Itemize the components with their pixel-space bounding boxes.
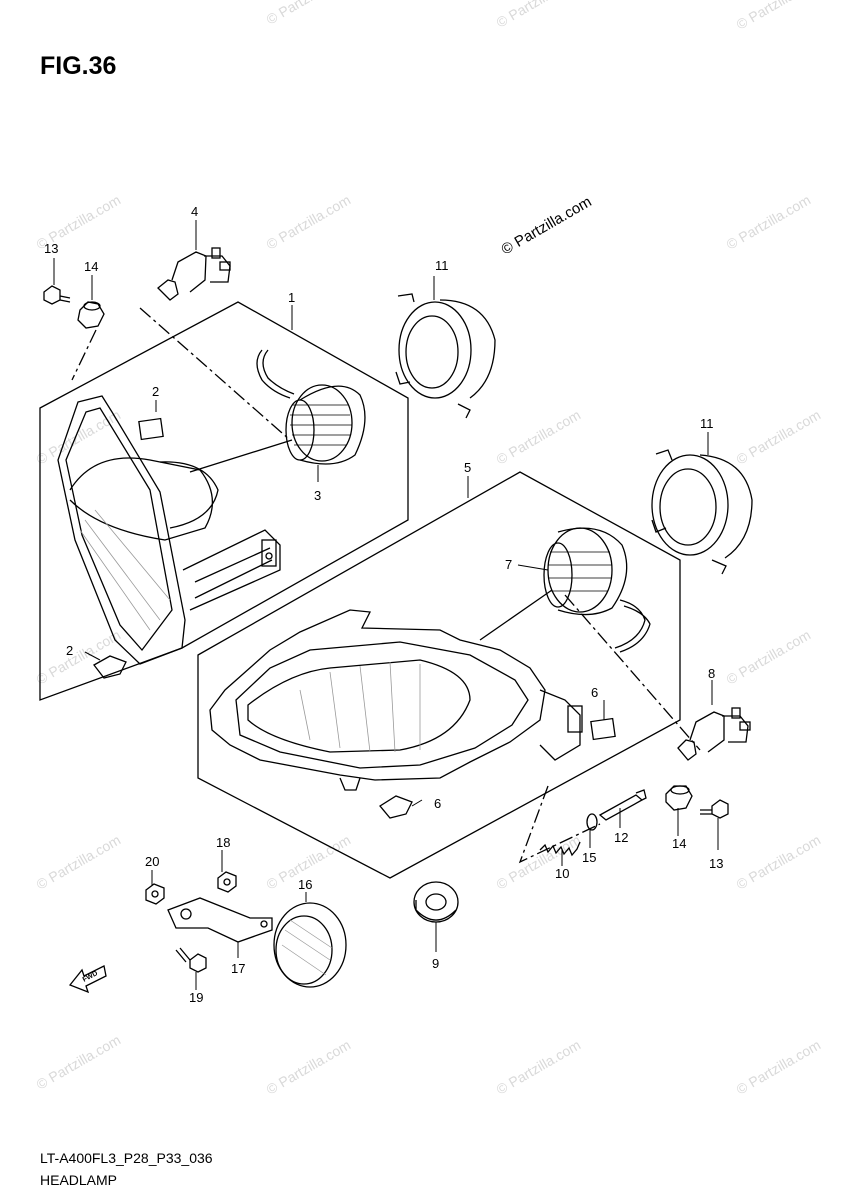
clip-2-bottom: [93, 655, 127, 679]
callout-12: 12: [614, 830, 628, 845]
clip-2-top: [138, 417, 164, 441]
watermark: © Partzilla.com: [34, 407, 124, 468]
screw-13-top: [43, 285, 71, 305]
callout-2-top: 2: [152, 384, 159, 399]
leader-lines: [71, 307, 701, 864]
partzilla-watermark-main: © Partzilla.com: [499, 193, 595, 258]
rubber-ring-9: [413, 881, 459, 923]
callout-8: 8: [708, 666, 715, 681]
washer-15: [586, 813, 598, 831]
clip-6-bottom: [379, 795, 413, 819]
callout-20: 20: [145, 854, 159, 869]
retaining-ring-11-top: [395, 293, 496, 419]
callout-17: 17: [231, 961, 245, 976]
socket-3: [256, 349, 366, 465]
watermark: © Partzilla.com: [734, 1037, 824, 1098]
left-headlamp-housing: [57, 395, 281, 665]
bulb-4: [157, 247, 231, 301]
callout-13-top: 13: [44, 241, 58, 256]
watermark: © Partzilla.com: [494, 832, 584, 893]
callout-2-bottom: 2: [66, 643, 73, 658]
nut-18: [217, 871, 237, 893]
screw-13-right: [700, 799, 729, 819]
leader-solid: [189, 439, 553, 641]
bolt-19: [175, 947, 207, 973]
callout-6-top: 6: [591, 685, 598, 700]
callout-14-top: 14: [84, 259, 98, 274]
fwd-arrow-icon: FWD: [68, 965, 107, 994]
watermark: © Partzilla.com: [264, 1037, 354, 1098]
callout-4: 4: [191, 204, 198, 219]
watermark: © Partzilla.com: [734, 407, 824, 468]
right-assembly-outline: [197, 471, 681, 879]
callout-11-top: 11: [435, 258, 449, 273]
watermark: © Partzilla.com: [734, 832, 824, 893]
nut-20: [145, 883, 165, 905]
callout-5: 5: [464, 460, 471, 475]
watermark: © Partzilla.com: [264, 192, 354, 253]
callout-19: 19: [189, 990, 203, 1005]
callout-10: 10: [555, 866, 569, 881]
screw-12: [598, 789, 647, 821]
watermark: © Partzilla.com: [724, 192, 814, 253]
bulb-8: [677, 707, 751, 761]
callout-leaders: [53, 220, 719, 990]
retaining-ring-11-right: [651, 449, 753, 575]
watermark: © Partzilla.com: [724, 627, 814, 688]
callout-6-bottom: 6: [434, 796, 441, 811]
grommet-14-top: [77, 301, 105, 329]
bracket-17: [167, 897, 273, 943]
callout-13-right: 13: [709, 856, 723, 871]
watermark: © Partzilla.com: [264, 0, 354, 28]
watermark: © Partzilla.com: [734, 0, 824, 33]
figure-title: FIG.36: [40, 52, 117, 80]
right-headlamp-housing: [209, 609, 583, 791]
left-assembly-outline: [39, 301, 409, 701]
reflector-16: [273, 902, 347, 988]
callout-9: 9: [432, 956, 439, 971]
spring-10: [539, 841, 581, 857]
watermark: © Partzilla.com: [494, 1037, 584, 1098]
callout-15: 15: [582, 850, 596, 865]
callout-18: 18: [216, 835, 230, 850]
watermark: © Partzilla.com: [34, 832, 124, 893]
diagram-code: LT-A400FL3_P28_P33_036: [40, 1150, 213, 1166]
watermark: © Partzilla.com: [34, 627, 124, 688]
watermark-layer: © Partzilla.com © Partzilla.com © Partzi…: [34, 0, 824, 1098]
clip-6-top: [590, 717, 616, 741]
callout-14-right: 14: [672, 836, 686, 851]
callout-1: 1: [288, 290, 295, 305]
diagram-name: HEADLAMP: [40, 1172, 118, 1188]
socket-7: [543, 527, 651, 653]
watermark: © Partzilla.com: [34, 1032, 124, 1093]
callout-16: 16: [298, 877, 312, 892]
grommet-14-right: [665, 785, 693, 811]
watermark: © Partzilla.com: [494, 0, 584, 31]
callout-7: 7: [505, 557, 512, 572]
watermark: © Partzilla.com: [494, 407, 584, 468]
callout-3: 3: [314, 488, 321, 503]
callout-11-right: 11: [700, 416, 714, 431]
